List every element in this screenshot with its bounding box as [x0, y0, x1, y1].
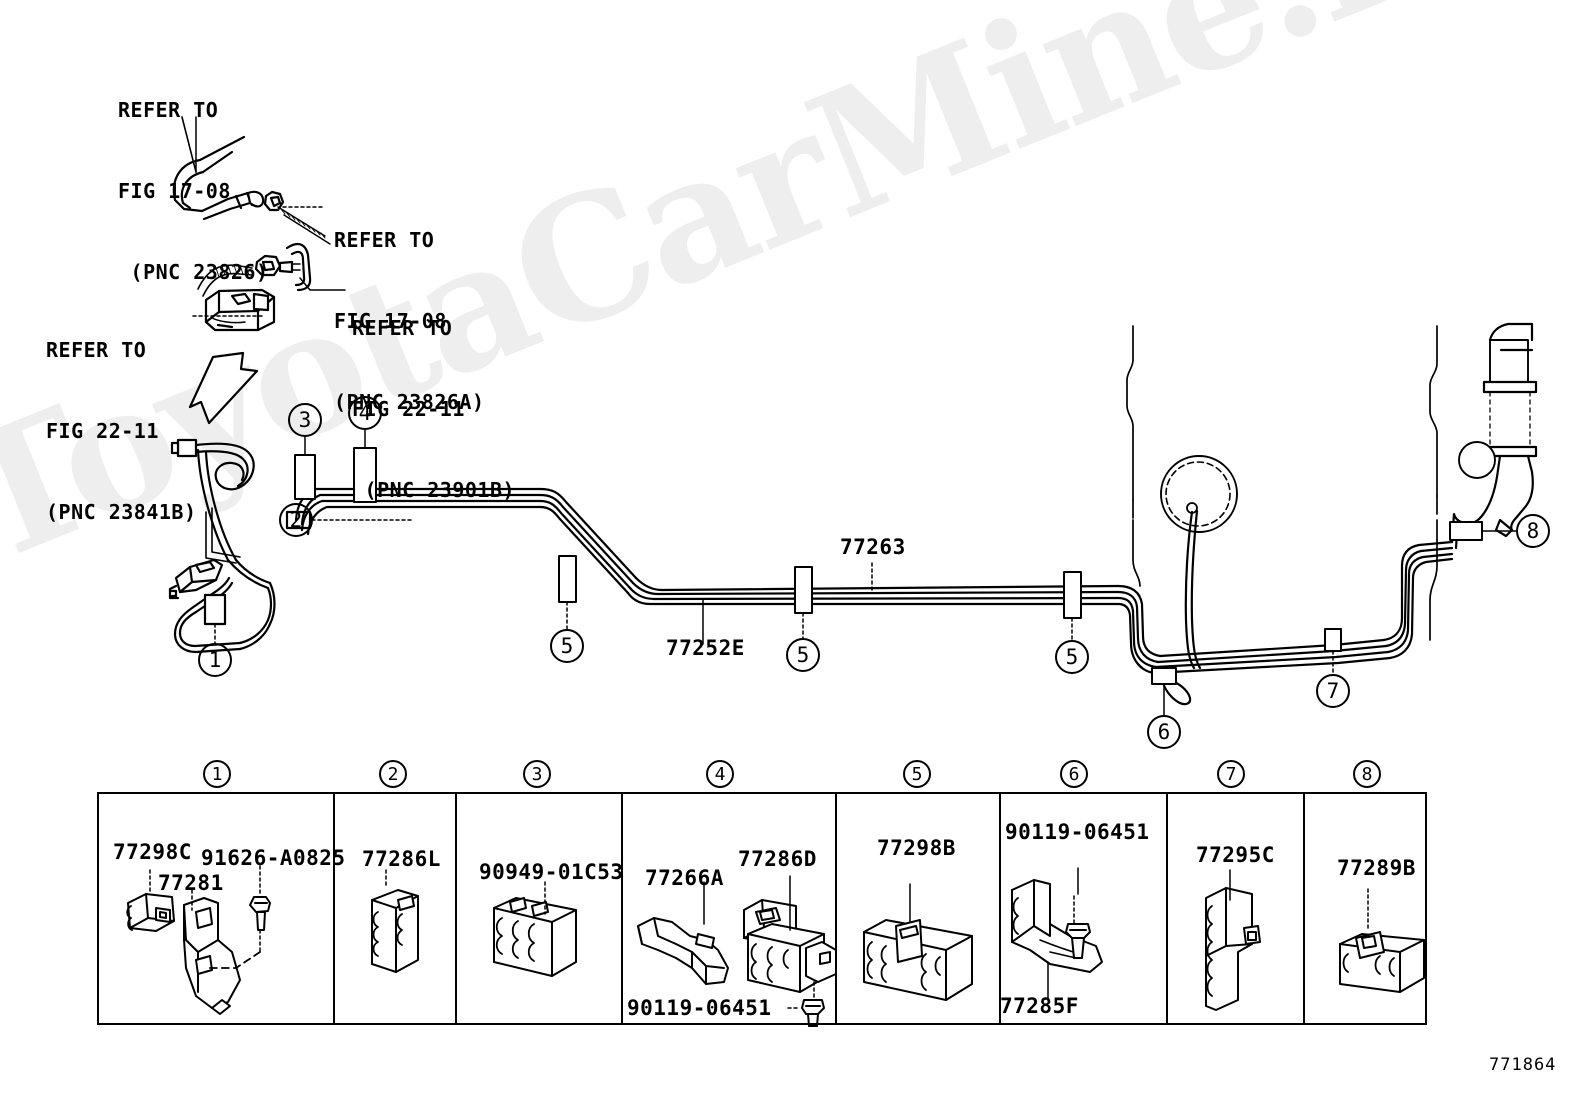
legend-part-90949-01c53: 90949-01C53	[479, 860, 624, 884]
legend-cell-8[interactable]	[1305, 794, 1425, 1023]
refer-label-fig22-11-23841b: REFER TO FIG 22-11 (PNC 23841B)	[46, 283, 197, 580]
legend-cell-2[interactable]	[335, 794, 457, 1023]
diagram-callout-5a[interactable]: 5	[550, 629, 584, 663]
legend-header-callout-8[interactable]: 8	[1353, 760, 1381, 788]
diagram-callout-8[interactable]: 8	[1516, 514, 1550, 548]
legend-part-77285f: 77285F	[1000, 994, 1079, 1018]
legend-header-callout-6[interactable]: 6	[1060, 760, 1088, 788]
refer-line: REFER TO	[46, 338, 147, 362]
legend-part-77289b: 77289B	[1337, 856, 1416, 880]
diagram-callout-4[interactable]: 4	[348, 396, 382, 430]
legend-part-77281: 77281	[158, 871, 224, 895]
legend-cell-6[interactable]	[1001, 794, 1168, 1023]
refer-line: (PNC 23826)	[118, 260, 269, 284]
diagram-callout-3[interactable]: 3	[288, 403, 322, 437]
diagram-part-label-77263: 77263	[840, 535, 906, 559]
legend-part-90119-06451-cell6: 90119-06451	[1005, 820, 1150, 844]
legend-part-77266a: 77266A	[645, 866, 724, 890]
refer-line: (PNC 23901B)	[352, 478, 516, 502]
refer-line: (PNC 23841B)	[46, 500, 197, 524]
legend-part-91626-a0825: 91626-A0825	[201, 846, 346, 870]
diagram-callout-7[interactable]: 7	[1316, 674, 1350, 708]
legend-part-77298c: 77298C	[113, 840, 192, 864]
refer-label-fig17-08-23826: REFER TO FIG 17-08 (PNC 23826)	[118, 43, 269, 340]
legend-cell-1[interactable]	[99, 794, 336, 1023]
legend-part-77295c: 77295C	[1196, 843, 1275, 867]
legend-header-callout-2[interactable]: 2	[379, 760, 407, 788]
legend-cell-3[interactable]	[457, 794, 624, 1023]
diagram-callout-5b[interactable]: 5	[786, 638, 820, 672]
diagram-callout-5c[interactable]: 5	[1055, 640, 1089, 674]
legend-cell-5[interactable]	[837, 794, 1002, 1023]
legend-header-callout-4[interactable]: 4	[706, 760, 734, 788]
legend-table	[97, 792, 1427, 1025]
legend-part-77298b: 77298B	[877, 836, 956, 860]
legend-cell-4[interactable]	[623, 794, 837, 1023]
legend-part-77286d: 77286D	[738, 847, 817, 871]
refer-line: FIG 22-11	[46, 419, 159, 443]
legend-part-90119-06451-cell4: 90119-06451	[627, 996, 772, 1020]
refer-line: REFER TO	[118, 98, 219, 122]
legend-cell-7[interactable]	[1168, 794, 1306, 1023]
legend-header-callout-3[interactable]: 3	[523, 760, 551, 788]
refer-line: FIG 17-08	[334, 309, 447, 333]
refer-line: FIG 17-08	[118, 179, 231, 203]
diagram-callout-6[interactable]: 6	[1147, 715, 1181, 749]
legend-header-callout-1[interactable]: 1	[203, 760, 231, 788]
figure-number: 771864	[1489, 1055, 1557, 1075]
diagram-callout-2[interactable]: 2	[279, 503, 313, 537]
legend-header-callout-5[interactable]: 5	[903, 760, 931, 788]
refer-line: REFER TO	[352, 316, 453, 340]
refer-line: REFER TO	[334, 228, 435, 252]
diagram-part-label-77252e: 77252E	[666, 636, 745, 660]
diagram-callout-1[interactable]: 1	[198, 643, 232, 677]
legend-part-77286l: 77286L	[362, 847, 441, 871]
legend-header-callout-7[interactable]: 7	[1217, 760, 1245, 788]
